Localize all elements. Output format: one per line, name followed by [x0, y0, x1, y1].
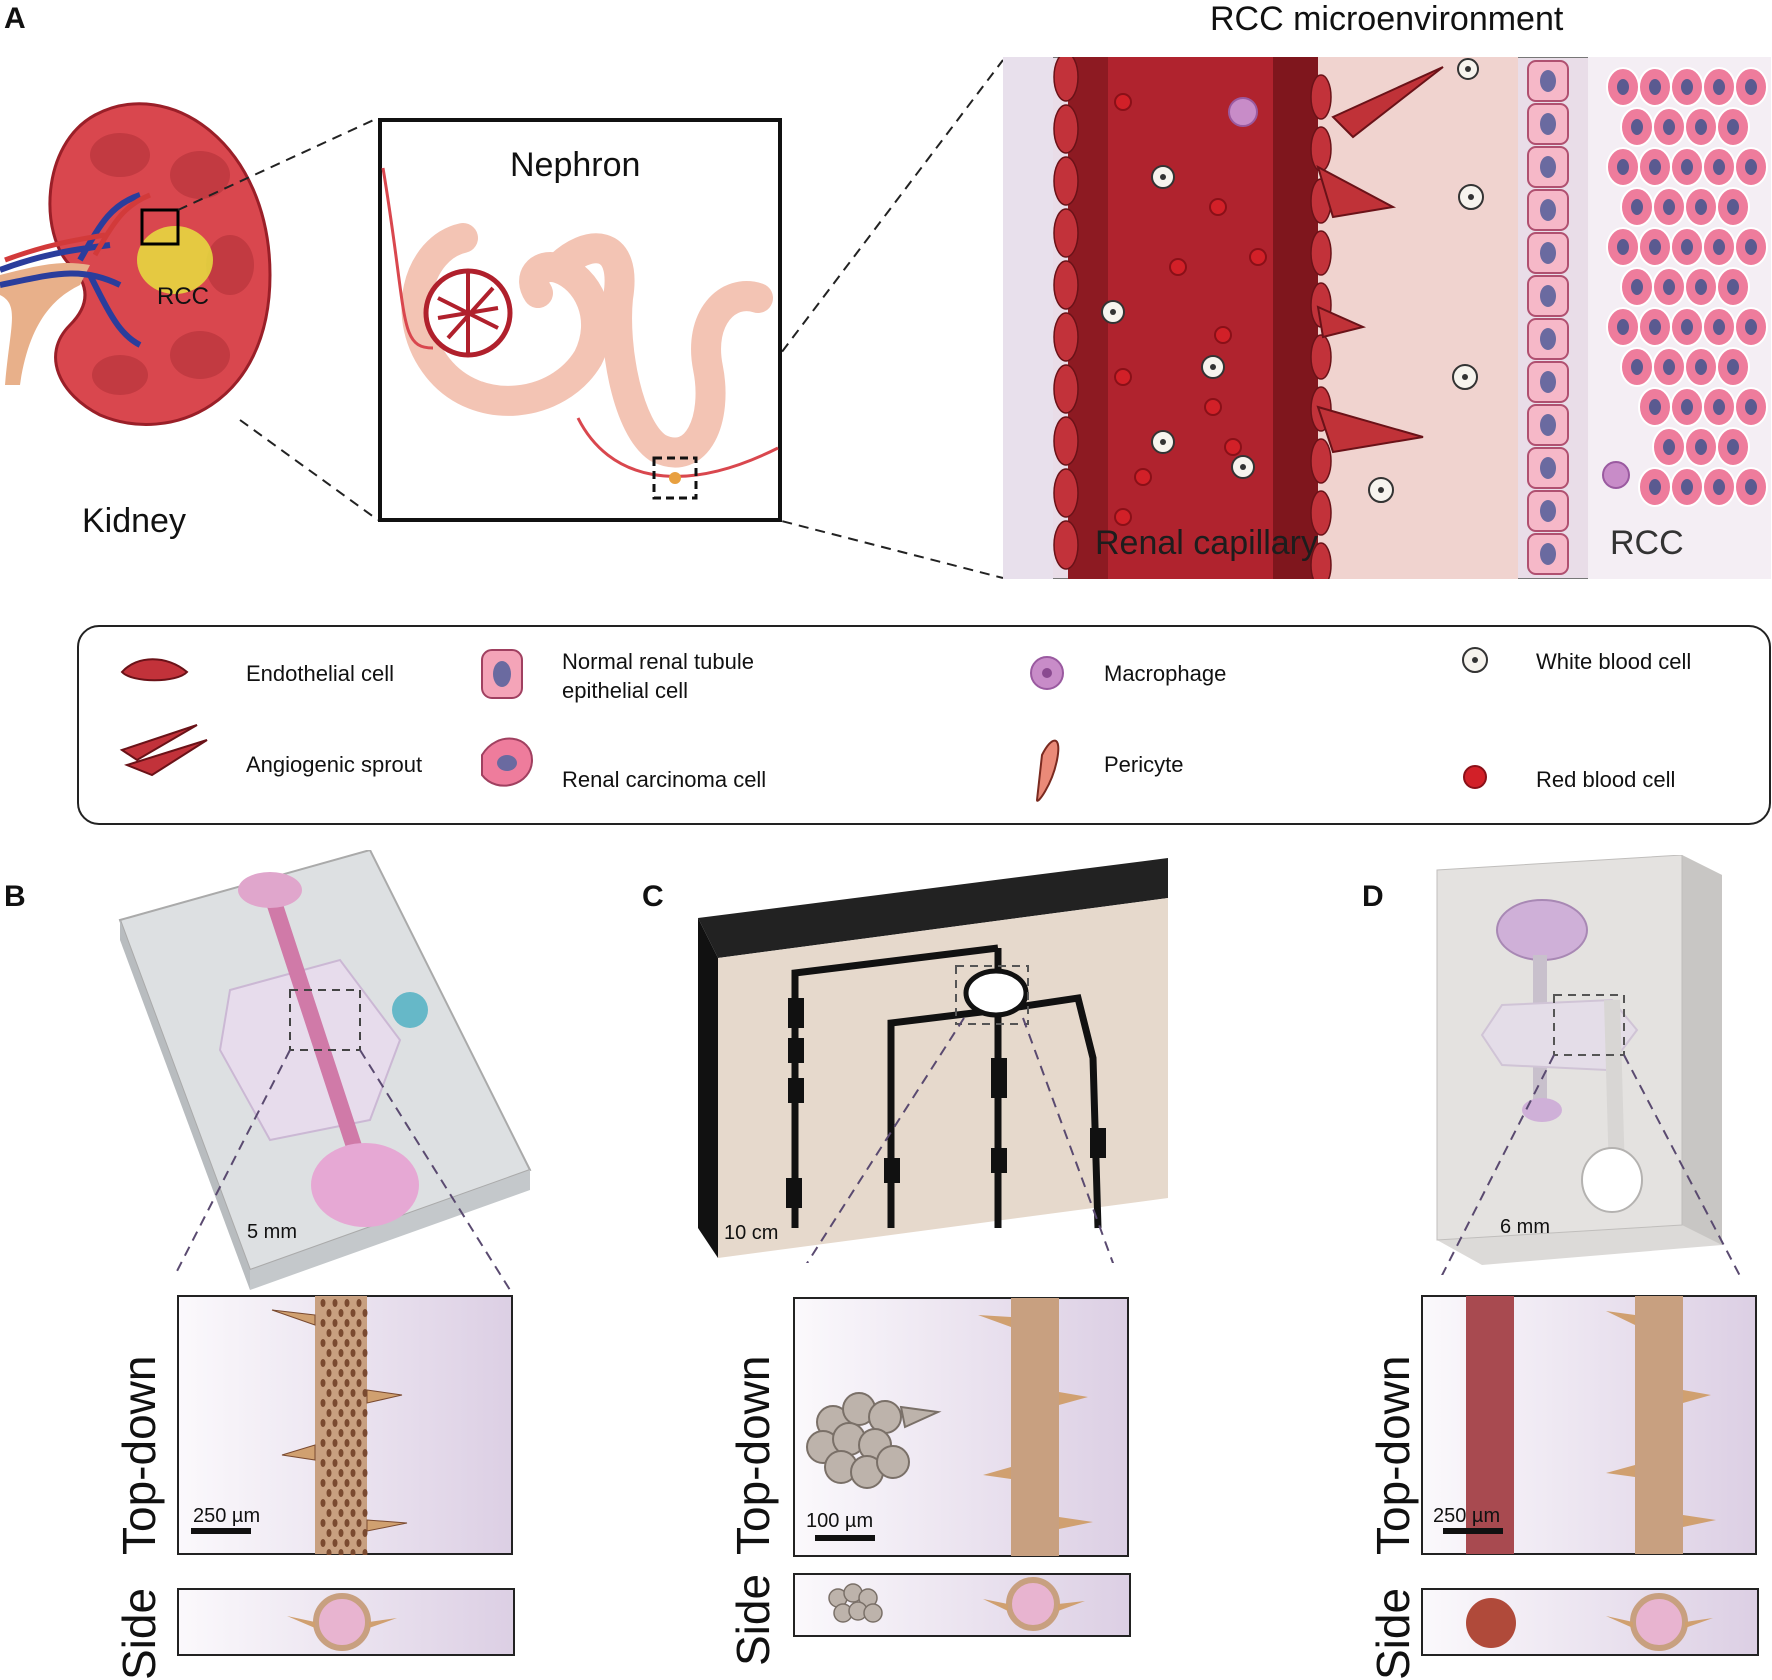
kidney-illustration — [0, 102, 272, 426]
topdown-label-d: Top-down — [1367, 1355, 1419, 1555]
panel-letter-b: B — [4, 880, 26, 913]
device-c — [698, 858, 1168, 1263]
legend-macrophage: Macrophage — [1104, 661, 1227, 686]
tubule-epithelium — [1527, 60, 1569, 575]
kidney-zoom-box — [140, 208, 180, 246]
side-label-b: Side — [113, 1587, 165, 1680]
rcc-tumor-cells — [1606, 67, 1768, 507]
nephron-box — [378, 118, 782, 522]
nephron-label: Nephron — [510, 146, 641, 184]
kidney-label: Kidney — [82, 502, 186, 540]
scale-bar-b: 250 µm — [193, 1505, 261, 1527]
legend-sprout: Angiogenic sprout — [246, 752, 423, 777]
scale-bar-d: 250 µm — [1433, 1505, 1501, 1527]
legend-pericyte: Pericyte — [1104, 752, 1184, 777]
scale-device-b: 5 mm — [247, 1221, 297, 1243]
endothelial-cell-icon — [120, 658, 189, 682]
macrophage-icon — [1030, 656, 1064, 690]
side-label-d: Side — [1367, 1587, 1419, 1680]
scale-device-d: 6 mm — [1500, 1216, 1550, 1238]
legend-endothelial: Endothelial cell — [246, 661, 394, 686]
legend-wbc: White blood cell — [1536, 649, 1692, 674]
red-blood-cell-icon — [1463, 765, 1487, 789]
topdown-view-b — [177, 1295, 513, 1555]
device-b — [118, 850, 532, 1290]
panel-letter-d: D — [1362, 880, 1384, 913]
legend-box — [77, 625, 1771, 825]
rcc-region-label: RCC — [1610, 524, 1684, 562]
topdown-label-c: Top-down — [727, 1355, 779, 1555]
topdown-view-c — [793, 1297, 1129, 1557]
microenvironment-title: RCC microenvironment — [1210, 0, 1564, 38]
panel-letter-c: C — [642, 880, 664, 913]
renal-capillary-label: Renal capillary — [1095, 524, 1318, 562]
white-blood-cell-icon — [1462, 647, 1488, 673]
side-view-c — [793, 1573, 1131, 1637]
angiogenic-sprout-icon — [119, 724, 208, 777]
scale-bar-c: 100 µm — [806, 1510, 874, 1532]
legend-icons — [119, 647, 1488, 802]
panel-letter-a: A — [4, 2, 26, 35]
topdown-view-d — [1421, 1295, 1757, 1555]
pericyte-icon — [1035, 739, 1060, 802]
legend-rbc: Red blood cell — [1536, 767, 1676, 792]
topdown-label-b: Top-down — [113, 1355, 165, 1555]
side-label-c: Side — [727, 1573, 779, 1666]
scale-device-c: 10 cm — [724, 1222, 779, 1244]
device-d — [1436, 855, 1741, 1275]
legend-tubule-line1: Normal renal tubule — [562, 649, 754, 674]
side-view-b — [177, 1588, 515, 1656]
legend-carcinoma: Renal carcinoma cell — [562, 767, 767, 792]
side-view-d — [1421, 1588, 1759, 1656]
rcc-kidney-label: RCC — [157, 283, 209, 310]
microenvironment-illustration — [1003, 57, 1771, 579]
legend-tubule-line2: epithelial cell — [562, 678, 688, 703]
